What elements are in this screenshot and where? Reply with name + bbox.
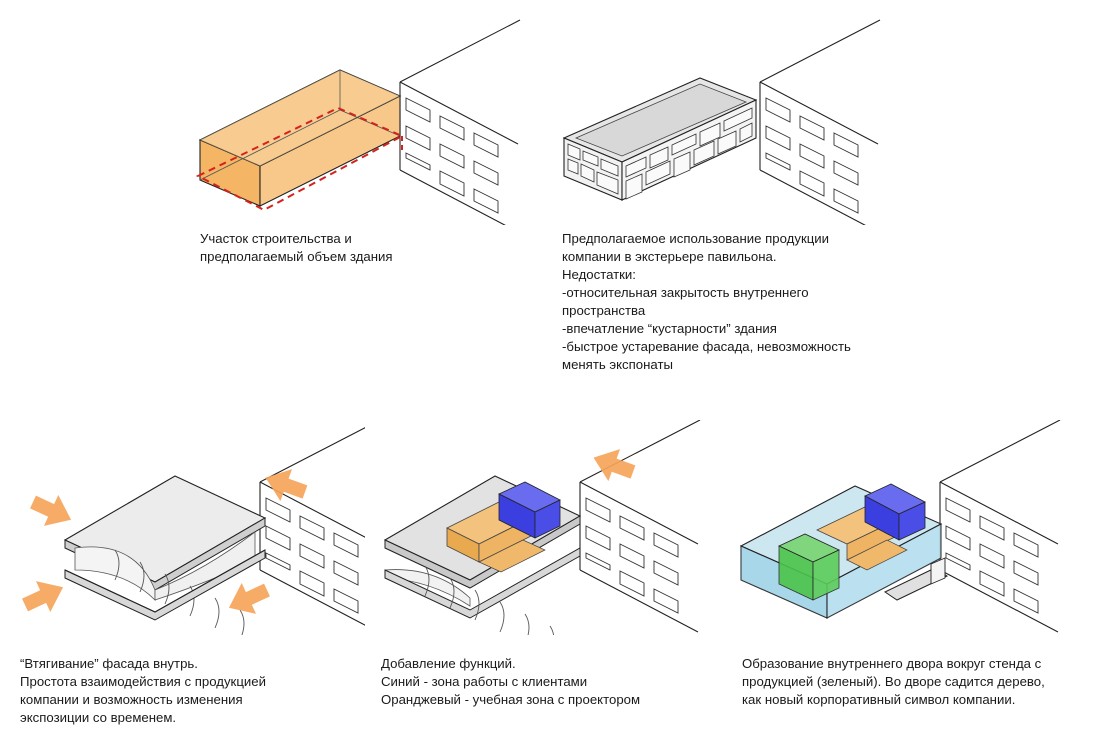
arrow-icon xyxy=(25,486,79,536)
functions-diagram xyxy=(383,420,701,635)
caption-courtyard: Образование внутреннего двора вокруг сте… xyxy=(742,656,1045,707)
arrow-icon xyxy=(17,571,71,621)
arrow-icon xyxy=(587,441,639,488)
proposed-volume xyxy=(198,69,402,207)
pulled-facade xyxy=(74,531,256,635)
caption-facade-pull: “Втягивание” фасада внутрь. Простота вза… xyxy=(20,656,266,725)
courtyard-diagram xyxy=(739,420,1061,633)
client-zone xyxy=(498,481,561,539)
caption-product-exterior: Предполагаемое использование продукции к… xyxy=(562,231,851,372)
lower-slab xyxy=(64,549,266,621)
arrow-icon xyxy=(221,574,275,624)
site-volume-diagram xyxy=(195,19,521,225)
product-facade-diagram xyxy=(562,19,881,225)
client-zone xyxy=(864,483,926,541)
facade-pull-diagram xyxy=(17,420,365,635)
caption-site: Участок строительства и предполагаемый о… xyxy=(200,231,393,264)
caption-functions: Добавление функций. Синий - зона работы … xyxy=(381,656,641,707)
product-zone xyxy=(778,533,840,601)
clad-pavilion xyxy=(562,77,758,201)
